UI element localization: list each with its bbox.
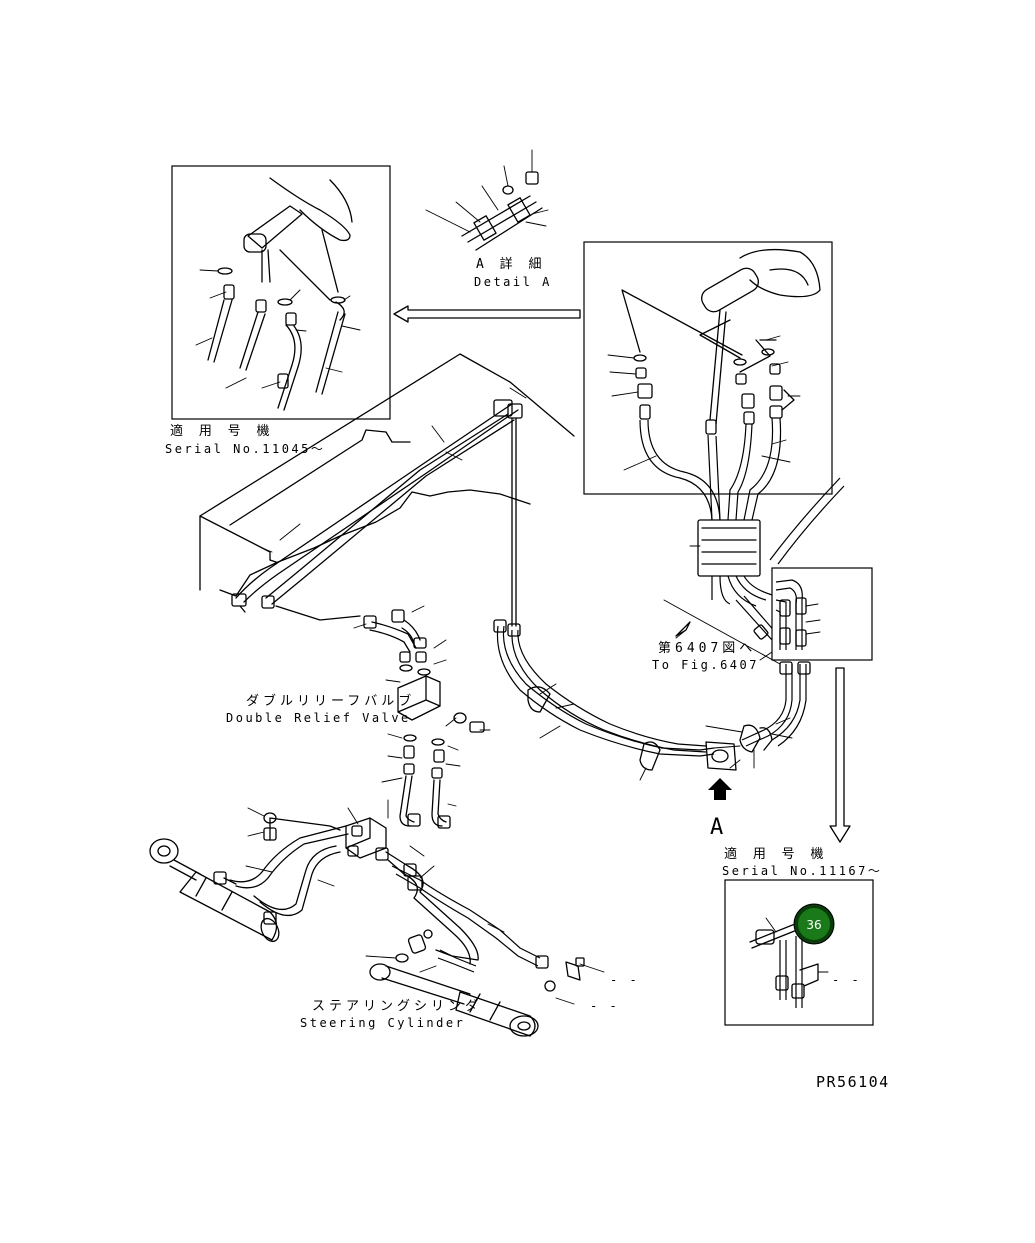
main-hose-run [493, 619, 737, 781]
badge-label: 36 [806, 918, 821, 932]
serial-right-label-en: Serial No.11167～ [722, 864, 882, 878]
serial-right-label-jp: 適 用 号 機 [724, 846, 827, 862]
relief-valve-label-en: Double Relief Valve [226, 711, 411, 725]
inset-right-top [583, 241, 833, 521]
vertical-hose-center [511, 417, 517, 627]
relief-valve-label-jp: ダブルリリーフバルブ [246, 693, 415, 709]
hose-cluster-right [689, 477, 845, 661]
relief-valve-assembly [353, 605, 491, 829]
fig-ref-label-en: To Fig.6407 [652, 658, 759, 672]
detail-a-clamp [425, 149, 549, 251]
arrow-to-left-inset [393, 305, 581, 323]
inset-right-mid [771, 567, 873, 661]
dash-label-lower-2: - - [590, 999, 619, 1013]
inset-serial-11045 [171, 165, 391, 420]
badge-fill [798, 908, 830, 940]
serial-left-label-en: Serial No.11045～ [165, 442, 325, 456]
view-a-arrow [708, 778, 732, 800]
dash-label-lower-1: - - [610, 973, 639, 987]
inset-serial-11167 [724, 879, 874, 1026]
steering-assembly [149, 799, 605, 1037]
fig-ref-lines [663, 599, 781, 665]
badge-36[interactable]: 36 [793, 903, 835, 945]
machine-frame [199, 353, 575, 621]
drawing-code: PR56104 [816, 1073, 890, 1091]
view-a-label: A [710, 815, 723, 840]
hose-down-right [705, 661, 811, 769]
fig-ref-label-jp: 第6407図へ [658, 641, 756, 656]
detail-a-label-jp: A 詳 細 [476, 256, 545, 272]
steering-cylinder-label-en: Steering Cylinder [300, 1016, 465, 1030]
dash-label-right: - - [832, 973, 861, 987]
serial-left-label-jp: 適 用 号 機 [170, 423, 273, 439]
detail-a-label-en: Detail A [474, 275, 552, 289]
steering-cylinder-label-jp: ステアリングシリンダ [312, 999, 482, 1014]
arrow-to-right-inset [829, 667, 851, 843]
